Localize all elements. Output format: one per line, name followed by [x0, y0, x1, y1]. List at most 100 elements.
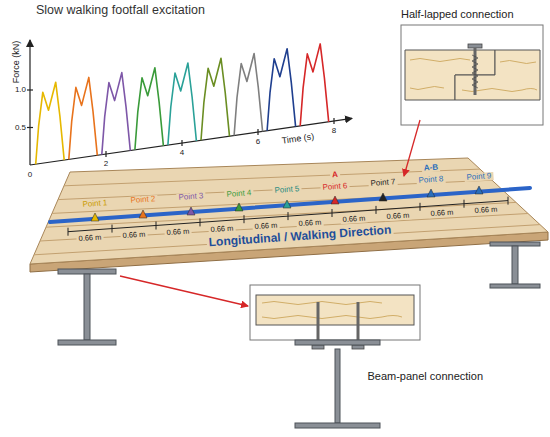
- point-marker: [187, 207, 195, 215]
- half-lapped-inset: [410, 59, 470, 62]
- axis-tick-label: 0: [28, 171, 32, 179]
- dimension-label: 0.66 m: [208, 224, 235, 233]
- beam-panel-inset: [335, 349, 340, 423]
- dimension-line: [68, 228, 69, 236]
- point-label: A-B: [422, 163, 441, 172]
- half-lapped-inset: [455, 50, 540, 100]
- dimension-line: [68, 201, 508, 232]
- beam-panel-inset: [317, 302, 320, 346]
- dimension-line: [244, 215, 245, 223]
- axis-tick-label: 0.5: [15, 124, 26, 132]
- diagram-title: Slow walking footfall excitation: [36, 3, 205, 17]
- point-marker: [331, 196, 339, 204]
- footfall-curve: [300, 44, 329, 126]
- footfall-curve: [36, 44, 329, 164]
- beam-panel-inset: [357, 302, 360, 346]
- force-plot-axes: [27, 40, 352, 165]
- force-plot-axes: [27, 89, 33, 90]
- axis-tick-label: 1.0: [15, 86, 26, 94]
- footfall-curve: [102, 73, 131, 155]
- dimension-line: [508, 197, 509, 205]
- dimension-line: [464, 200, 465, 208]
- beam-panel-inset: [262, 302, 402, 319]
- steel-beam: [84, 274, 90, 340]
- floor-panel: [34, 169, 540, 255]
- axis-title: Time (s): [281, 132, 315, 145]
- half-lapped-inset: [401, 25, 543, 125]
- axis-tick-label: 8: [332, 127, 336, 135]
- force-plot-axes: [30, 118, 352, 165]
- half-lapped-inset: [462, 89, 537, 92]
- axis-title: Force (kN): [12, 41, 21, 84]
- dimension-label: 0.66 m: [252, 221, 279, 230]
- beam-panel-inset: [250, 285, 420, 340]
- beam-panel-inset: [295, 423, 380, 428]
- point-label: A: [330, 171, 340, 180]
- beam-panel-inset: [312, 345, 324, 349]
- half-lapped-inset: [472, 55, 478, 88]
- steel-beam: [58, 242, 540, 345]
- half-lapped-inset: [401, 25, 543, 125]
- dimension-line: [288, 212, 289, 220]
- point-marker: [91, 213, 99, 221]
- inset-heading: Beam-panel connection: [367, 370, 483, 383]
- half-lapped-inset: [500, 61, 536, 64]
- dimension-label: 0.66 m: [428, 209, 455, 218]
- dimension-line: [332, 209, 333, 217]
- half-lapped-inset: [468, 44, 482, 48]
- footfall-curve: [168, 63, 197, 145]
- footfall-curve: [36, 82, 64, 164]
- dimension-line: [376, 206, 377, 214]
- force-plot-axes: [257, 129, 258, 135]
- floor-panel: [30, 158, 548, 264]
- dimension-label: 0.66 m: [164, 227, 191, 236]
- steel-beam: [490, 242, 540, 246]
- dimension-line: [156, 222, 157, 230]
- axis-tick-label: 4: [180, 149, 184, 157]
- dimension-line: [112, 225, 113, 233]
- footfall-curve: [234, 54, 263, 136]
- steel-beam: [58, 269, 116, 274]
- force-plot-axes: [105, 151, 106, 157]
- point-label: Point 4: [224, 189, 253, 199]
- point-marker: [139, 210, 147, 218]
- axis-tick-label: 6: [256, 138, 260, 146]
- point-marker: [427, 189, 435, 197]
- point-marker: [475, 186, 483, 194]
- force-plot-axes: [181, 140, 182, 146]
- beam-panel-inset: [262, 302, 382, 305]
- dimension-label: 0.66 m: [472, 205, 499, 214]
- steel-beam: [58, 340, 116, 345]
- point-marker: [283, 200, 291, 208]
- steel-beam: [490, 284, 540, 288]
- point-label: Point 9: [464, 172, 493, 182]
- point-marker: [379, 193, 387, 201]
- dimension-line: [200, 218, 201, 226]
- axis-tick-label: 2: [104, 160, 108, 168]
- footfall-curve: [69, 77, 98, 159]
- leader-arrow: [120, 276, 248, 306]
- footfall-curve: [267, 49, 296, 131]
- point-marker: [91, 186, 483, 221]
- force-plot-axes: [333, 118, 334, 124]
- footfall-curve: [201, 58, 230, 140]
- inset-box: Half-lapped connection: [398, 6, 544, 128]
- force-plot-axes: [27, 127, 33, 128]
- steel-beam: [512, 246, 518, 284]
- leader-arrow: [404, 120, 420, 176]
- point-marker: [235, 203, 243, 211]
- half-lapped-inset: [410, 87, 444, 90]
- beam-panel-inset: [295, 340, 380, 428]
- beam-panel-inset: [295, 340, 380, 345]
- beam-panel-inset: [352, 345, 364, 349]
- inset-heading: Half-lapped connection: [401, 8, 514, 21]
- footfall-curve: [135, 68, 164, 150]
- dimension-label: 0.66 m: [76, 233, 103, 242]
- beam-panel-inset: [256, 295, 414, 325]
- beam-panel-inset: [250, 285, 420, 428]
- floor-panel: [64, 169, 480, 186]
- dimension-label: 0.66 m: [296, 218, 323, 227]
- dimension-label: 0.66 m: [120, 230, 147, 239]
- force-plot-axes: [29, 40, 30, 165]
- inset-box: Beam-panel connection: [245, 282, 485, 394]
